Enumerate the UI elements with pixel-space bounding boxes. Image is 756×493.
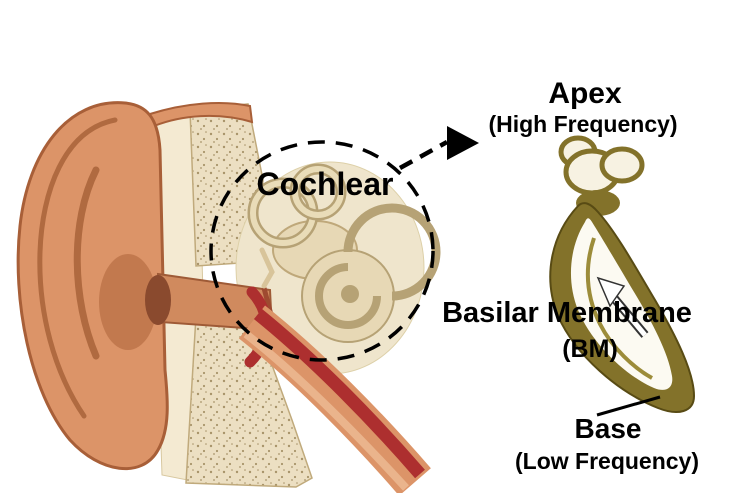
helix-fold	[37, 117, 118, 419]
skin-top-fold	[148, 101, 254, 128]
cochlea-highlight-circle	[209, 140, 435, 362]
concha-shadow	[99, 254, 157, 350]
cochlear-label: Cochlear	[256, 166, 394, 202]
basilar-membrane-arrow	[596, 276, 649, 338]
basilar-membrane-ridge	[585, 237, 653, 380]
cochlea-annotation	[209, 126, 479, 362]
apex-loops	[558, 135, 645, 216]
base-label: Base	[574, 413, 642, 444]
semicircular-canals	[247, 163, 347, 249]
ear-canal-opening	[145, 275, 171, 325]
arrowhead-icon	[447, 126, 479, 160]
base-frequency-label: (Low Frequency)	[514, 448, 700, 474]
cochlea-spiral	[301, 203, 441, 343]
uncoiled-cochlea	[549, 135, 696, 417]
apex-frequency-label: (High Frequency)	[488, 111, 678, 137]
ossicles	[259, 247, 275, 289]
antihelix-fold	[73, 166, 100, 360]
apex-label: Apex	[548, 77, 622, 110]
basilar-membrane-label: Basilar Membrane	[442, 297, 692, 329]
base-connector-line	[596, 395, 661, 417]
ear-cross-section	[16, 101, 441, 493]
eustachian-tube	[238, 305, 431, 493]
dashed-arrow-shaft	[398, 140, 449, 170]
pinna	[16, 101, 169, 471]
basilar-membrane-abbr-label: (BM)	[562, 335, 618, 363]
